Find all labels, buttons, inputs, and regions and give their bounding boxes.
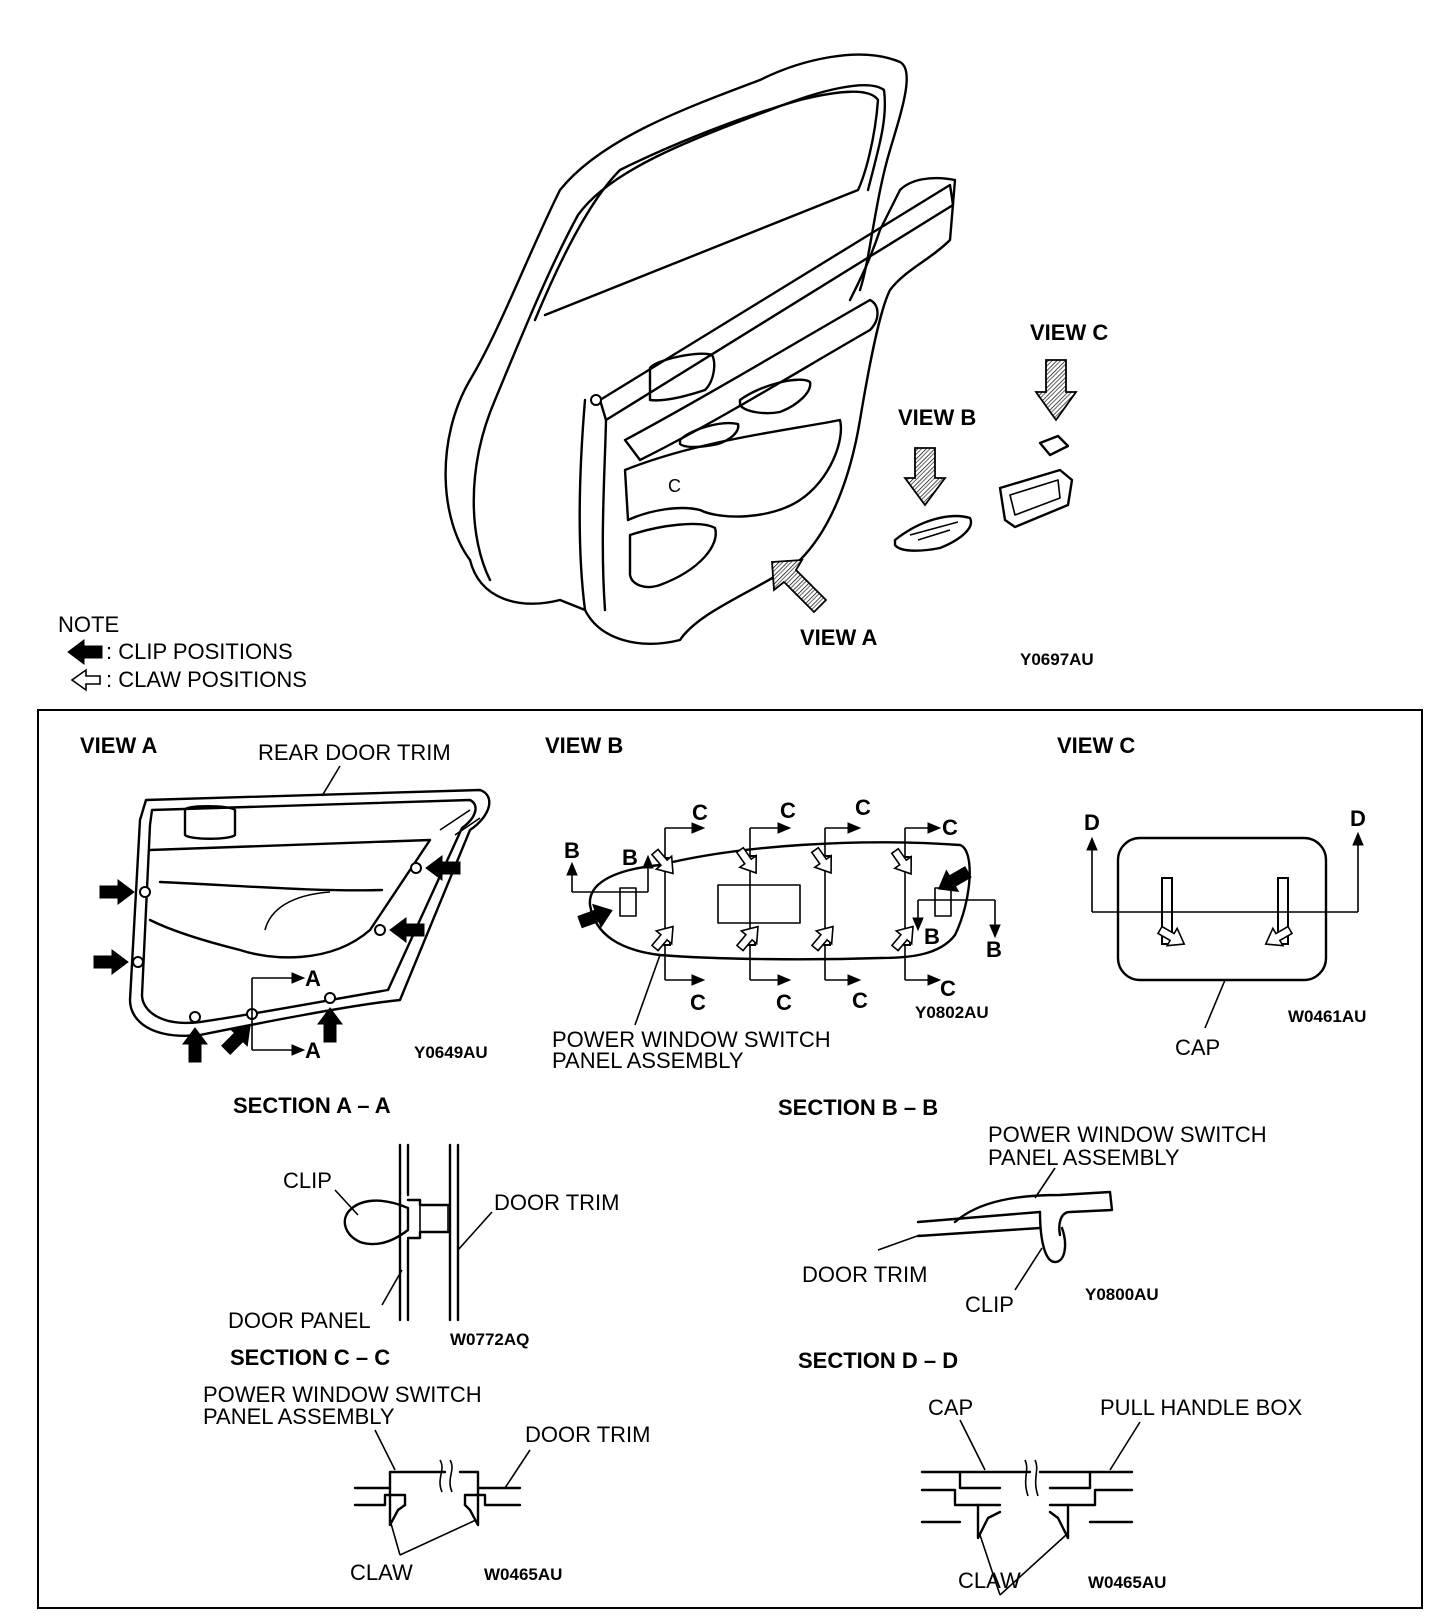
section-dd-cap: CAP [928,1395,973,1420]
note-claw-text: : CLAW POSITIONS [106,667,307,692]
view-a-code: Y0649AU [414,1043,488,1062]
note-clip-text: : CLIP POSITIONS [106,639,293,664]
view-a-title: VIEW A [80,733,158,758]
door-mark-c: C [668,476,681,496]
switch-panel-part [893,514,973,552]
section-dd-claw: CLAW [958,1568,1021,1593]
section-c-marker: C [940,976,956,1001]
section-aa-door-trim: DOOR TRIM [494,1190,619,1215]
door-body [468,176,957,645]
clip-body [343,1199,410,1246]
section-cc-part-2: PANEL ASSEMBLY [203,1404,395,1429]
section-bb-title: SECTION B – B [778,1095,938,1120]
section-c-marker: C [855,795,871,820]
detail-frame [37,709,1423,1609]
section-c-marker: C [776,990,792,1015]
view-b-title: VIEW B [545,733,623,758]
section-cc-title: SECTION C – C [230,1345,390,1370]
note-title: NOTE [58,612,119,637]
section-d-marker-left: D [1084,810,1100,835]
section-dd-code: W0465AU [1088,1573,1166,1592]
view-c-arrow [1034,359,1078,422]
section-c-marker: C [692,800,708,825]
section-cc-door-trim: DOOR TRIM [525,1422,650,1447]
section-bb-clip: CLIP [965,1292,1014,1317]
section-a-marker-bottom: A [305,1038,321,1063]
section-aa-door-panel: DOOR PANEL [228,1308,371,1333]
view-b-arrow [903,447,947,507]
section-cc-detail: SECTION C – C POWER WINDOW SWITCH PANEL … [203,1345,650,1585]
section-bb-part-2: PANEL ASSEMBLY [988,1145,1180,1170]
section-a-marker-top: A [305,966,321,991]
section-aa-title: SECTION A – A [233,1093,391,1118]
view-a-arrow [771,558,828,614]
section-cc-claw: CLAW [350,1560,413,1585]
section-d-marker-right: D [1350,806,1366,831]
view-b-part-label-1: POWER WINDOW SWITCH [552,1027,831,1052]
section-bb-detail: SECTION B – B POWER WINDOW SWITCH PANEL … [778,1095,1267,1317]
clip-legend-icon [67,639,103,665]
door-window-frame [444,53,908,562]
view-b-callout: VIEW B [898,405,976,430]
view-b-part-label-2: PANEL ASSEMBLY [552,1048,744,1073]
section-bb-part-1: POWER WINDOW SWITCH [988,1122,1267,1147]
section-aa-code: W0772AQ [450,1330,529,1349]
cap-label: CAP [1175,1035,1220,1060]
pull-handle-box-part [998,468,1074,529]
claw-legend-icon [71,669,101,691]
view-c-detail: VIEW C D D CAP W0461AU [1057,733,1366,1060]
bb-panel [953,1190,1114,1237]
note-legend: NOTE : CLIP POSITIONS : CLAW POSITIONS [58,612,307,692]
section-bb-door-trim: DOOR TRIM [802,1262,927,1287]
view-a-detail: VIEW A REAR DOOR TRIM A A [80,733,491,1063]
section-b-marker: B [622,845,638,870]
section-b-marker: B [924,924,940,949]
view-c-callout: VIEW C [1030,320,1108,345]
rear-door-trim-label: REAR DOOR TRIM [258,740,451,765]
section-bb-code: Y0800AU [1085,1285,1159,1304]
section-c-marker: C [690,990,706,1015]
section-cc-code: W0465AU [484,1565,562,1584]
section-dd-detail: SECTION D – D CAP PULL HANDLE BOX CLAW W… [798,1348,1302,1596]
section-aa-detail: SECTION A – A CLIP DOOR TRIM DOOR PANEL … [228,1093,619,1349]
section-dd-pull-handle-box: PULL HANDLE BOX [1100,1395,1302,1420]
section-c-marker: C [942,815,958,840]
section-dd-title: SECTION D – D [798,1348,958,1373]
door-trim-upper [623,298,879,462]
view-b-code: Y0802AU [915,1003,989,1022]
cap-part [1038,434,1070,457]
switch-center-rect [717,884,801,924]
section-aa-clip: CLIP [283,1168,332,1193]
section-b-marker: B [986,937,1002,962]
view-a-callout: VIEW A [800,625,878,650]
top-figure-code: Y0697AU [1020,650,1094,669]
view-b-detail: VIEW B C C C C C C C C [545,733,1002,1073]
door-armrest [623,418,843,522]
section-c-marker: C [852,988,868,1013]
section-cc-part-1: POWER WINDOW SWITCH [203,1382,482,1407]
view-c-code: W0461AU [1288,1007,1366,1026]
cap-outline [1116,836,1328,982]
section-c-marker: C [780,798,796,823]
section-b-marker: B [564,838,580,863]
door-overview: C VIEW A VIEW B VIEW C Y0697AU [444,53,1108,669]
view-c-title: VIEW C [1057,733,1135,758]
